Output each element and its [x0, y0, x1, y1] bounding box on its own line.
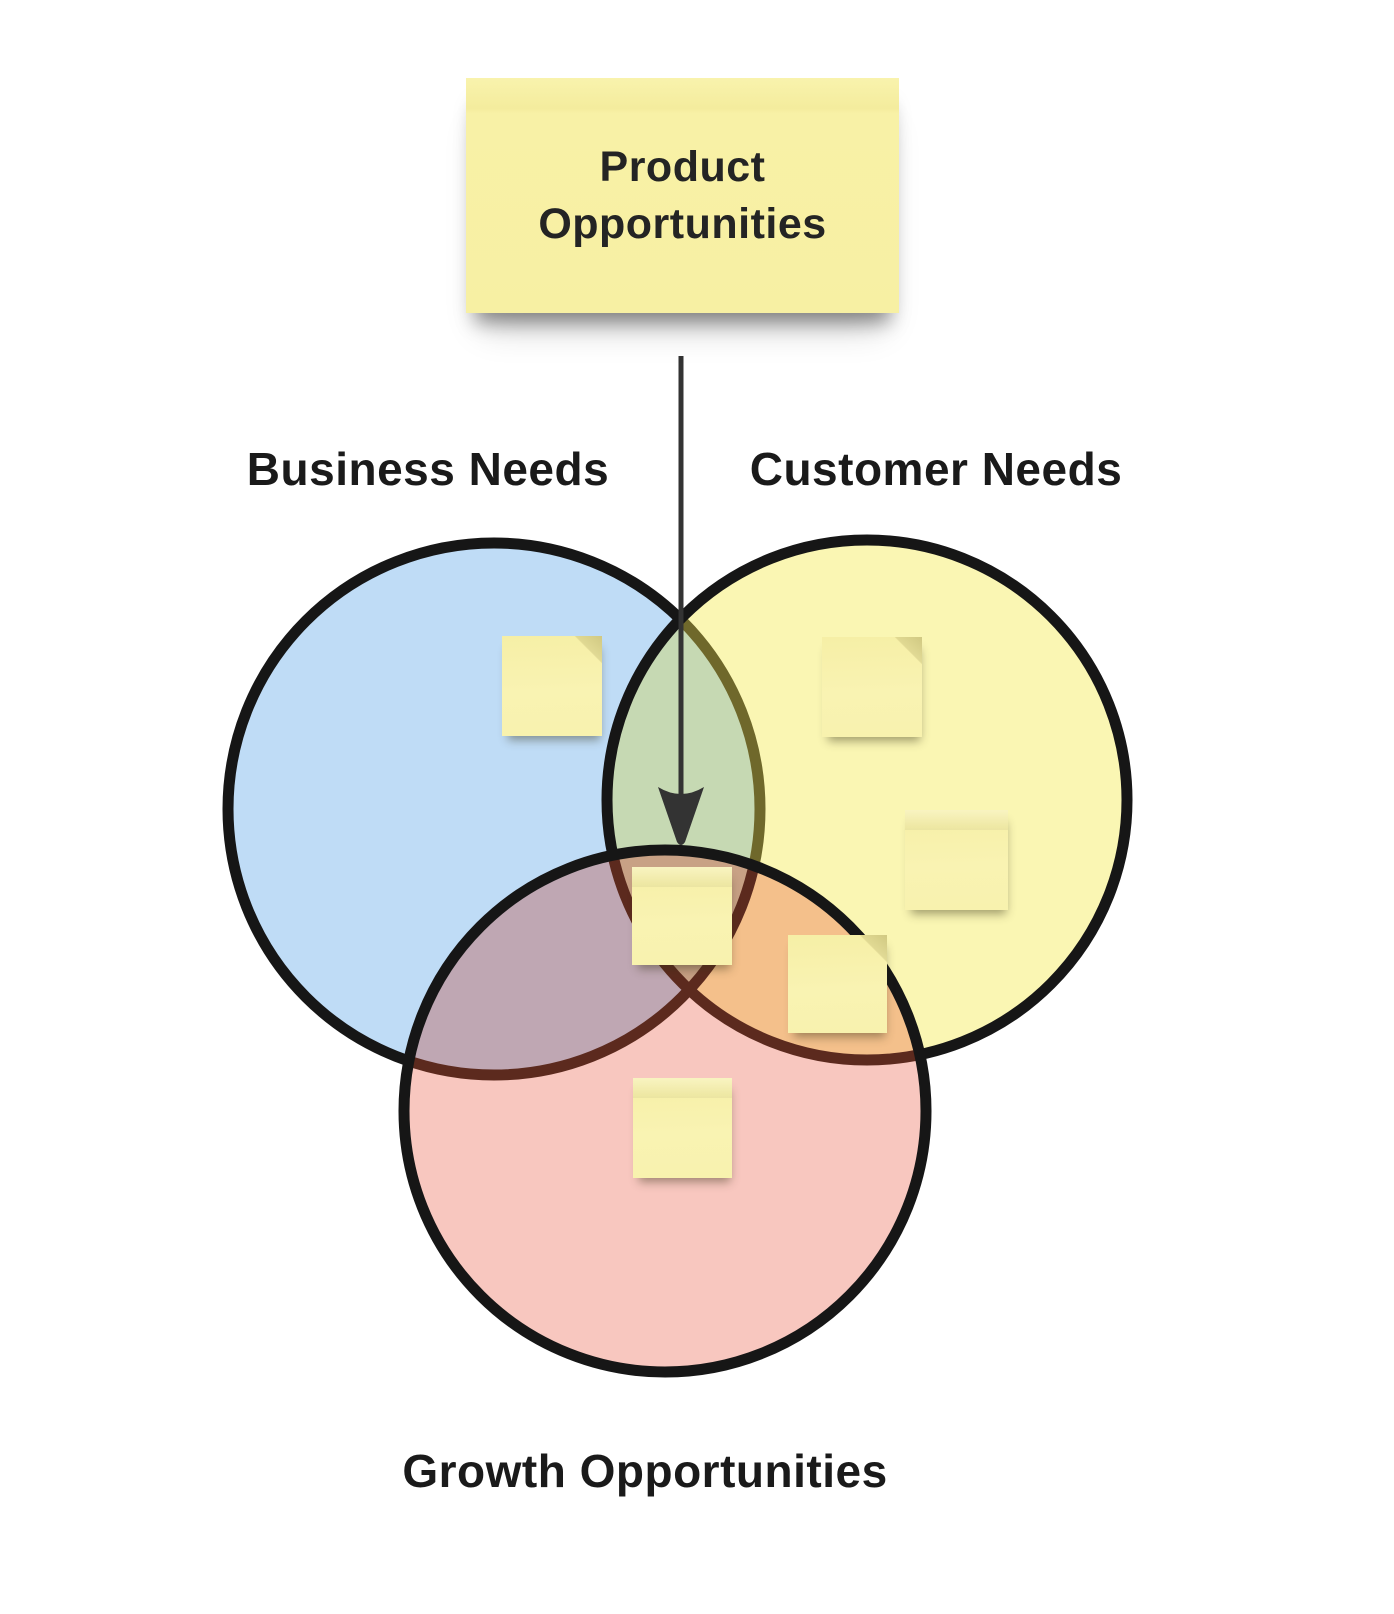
growth-circle-outline — [398, 844, 932, 1378]
tinted-arc-blue-under-red — [404, 850, 766, 1081]
tinted-arc-yellow-under-red — [601, 850, 926, 1066]
sticky-note-triple-overlap[interactable] — [632, 867, 732, 965]
sticky-note-growth[interactable] — [633, 1078, 732, 1178]
tinted-arc-blue-under-yellow — [607, 540, 766, 1060]
sticky-note-business[interactable] — [502, 636, 602, 736]
arrow-head — [658, 787, 704, 845]
title-note-line1: Product — [599, 142, 766, 191]
product-opportunities-note[interactable]: Product Opportunities — [466, 78, 899, 313]
customer-needs-label: Customer Needs — [749, 443, 1123, 495]
sticky-note-customer-2[interactable] — [905, 810, 1008, 910]
sticky-note-customer-growth-overlap[interactable] — [788, 935, 887, 1033]
business-needs-label: Business Needs — [246, 443, 610, 495]
title-note-line2: Opportunities — [538, 199, 827, 248]
growth-opportunities-label: Growth Opportunities — [402, 1445, 888, 1497]
connector-arrow — [658, 356, 704, 845]
sticky-note-customer-1[interactable] — [822, 637, 922, 737]
